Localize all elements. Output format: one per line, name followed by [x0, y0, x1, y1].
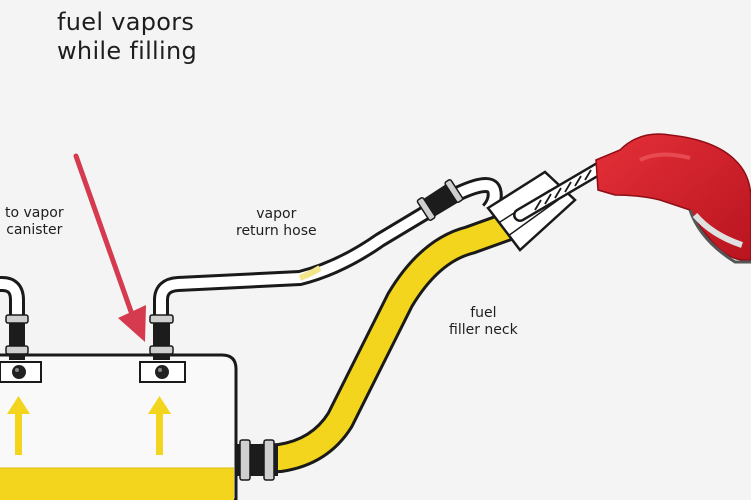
tank-fuel-level [0, 468, 234, 500]
label-vapor-return-hose: vapor return hose [236, 206, 317, 240]
diagram-title: fuel vapors while filling [57, 8, 197, 66]
vapor-flow-arrow-icon [7, 396, 30, 455]
tank-port-right [139, 361, 186, 383]
title-line-1: fuel vapors [57, 8, 195, 36]
label-fuel-filler-neck: fuel filler neck [449, 305, 518, 339]
fuel-nozzle-icon [595, 133, 751, 264]
vapor-label-line-1: vapor [256, 206, 297, 222]
tank-port-left [0, 361, 42, 383]
neck-label-line-1: fuel [470, 305, 497, 321]
nozzle-spout [513, 161, 607, 222]
canister-label-line-1: to vapor [5, 205, 64, 221]
title-line-2: while filling [57, 36, 198, 65]
vapor-label-line-2: return hose [236, 222, 317, 239]
canister-hose [0, 276, 29, 360]
canister-label-line-2: canister [6, 221, 63, 238]
vapor-indicator-arrow [73, 153, 146, 342]
vapor-flow-arrow-icon [148, 396, 171, 455]
neck-label-line-2: filler neck [449, 321, 518, 338]
fuel-tank [0, 353, 238, 500]
vapor-return-hose [149, 177, 503, 360]
label-vapor-canister: to vapor canister [5, 205, 64, 239]
